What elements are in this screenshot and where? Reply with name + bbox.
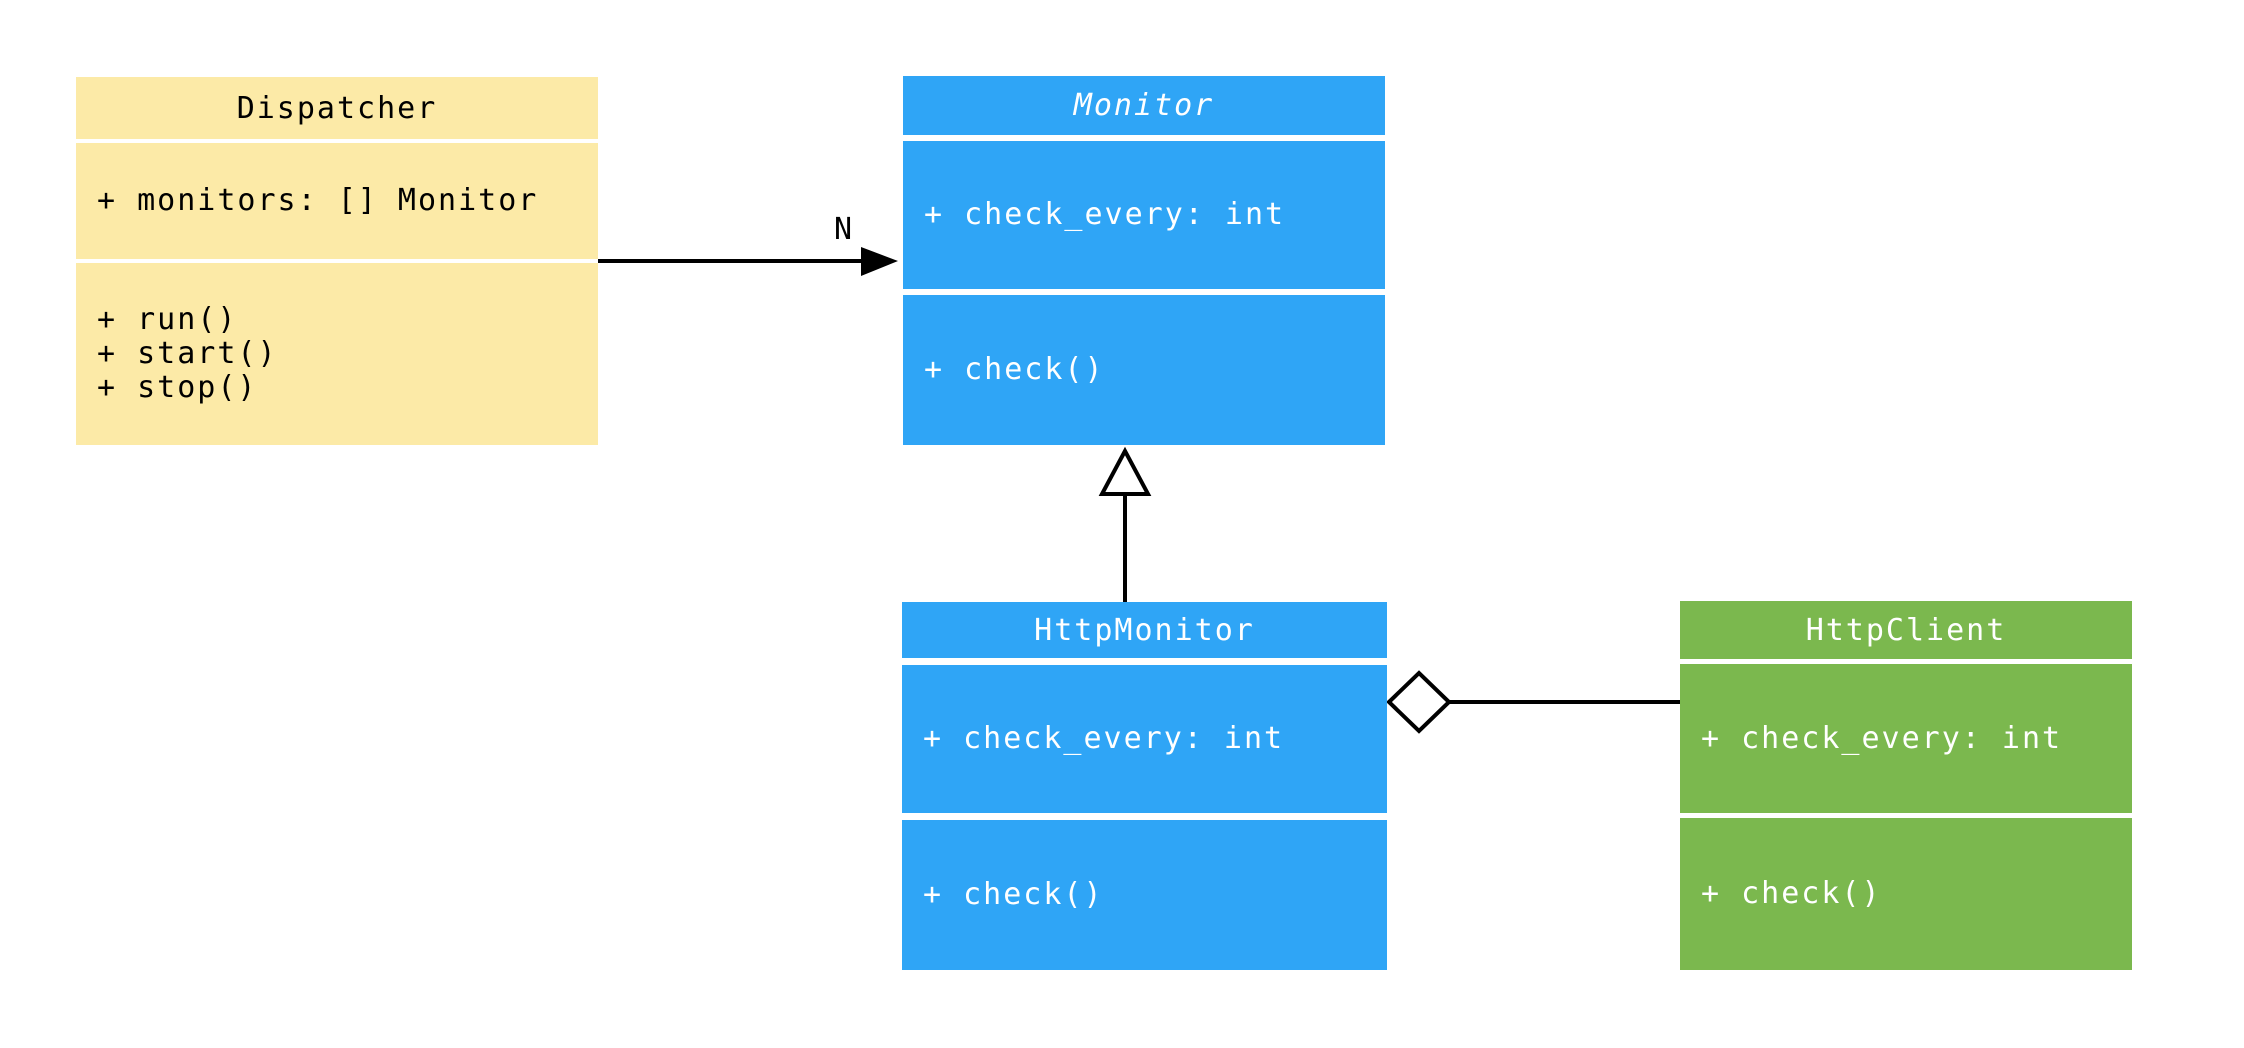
association-arrow [598, 247, 898, 276]
class-httpclient-title: HttpClient [1680, 601, 2132, 659]
class-httpmonitor-attributes: + check_every: int [902, 665, 1387, 813]
class-httpclient: HttpClient + check_every: int + check() [1680, 601, 2132, 970]
method-row: + run() [97, 302, 238, 337]
association-multiplicity-label: N [833, 212, 855, 247]
class-monitor-methods: + check() [903, 295, 1385, 445]
class-dispatcher-methods: + run() + start() + stop() [76, 263, 598, 445]
aggregation-diamond-icon [1386, 670, 1452, 734]
attribute-row: + monitors: [] Monitor [97, 183, 539, 218]
attribute-row: + check_every: int [924, 197, 1286, 232]
class-httpclient-attributes: + check_every: int [1680, 664, 2132, 813]
method-row: + check() [923, 877, 1104, 912]
class-httpmonitor: HttpMonitor + check_every: int + check() [902, 602, 1387, 970]
class-monitor-attributes: + check_every: int [903, 141, 1385, 289]
class-monitor-title: Monitor [903, 76, 1385, 135]
inheritance-triangle-icon [1098, 446, 1152, 496]
class-dispatcher-attributes: + monitors: [] Monitor [76, 143, 598, 259]
attribute-row: + check_every: int [923, 721, 1285, 756]
method-row: + check() [924, 352, 1105, 387]
method-row: + start() [97, 336, 278, 371]
association-arrowhead-icon [861, 247, 898, 276]
attribute-row: + check_every: int [1701, 720, 2063, 756]
class-httpclient-methods: + check() [1680, 818, 2132, 970]
aggregation-connector [1386, 670, 1680, 734]
method-row: + stop() [97, 370, 258, 405]
class-dispatcher-title: Dispatcher [76, 77, 598, 139]
class-monitor: Monitor + check_every: int + check() [903, 76, 1385, 445]
class-httpmonitor-methods: + check() [902, 820, 1387, 970]
inheritance-arrow [1098, 446, 1152, 602]
method-row: + check() [1701, 876, 1882, 911]
class-httpmonitor-title: HttpMonitor [902, 602, 1387, 658]
class-dispatcher: Dispatcher + monitors: [] Monitor + run(… [76, 77, 598, 445]
